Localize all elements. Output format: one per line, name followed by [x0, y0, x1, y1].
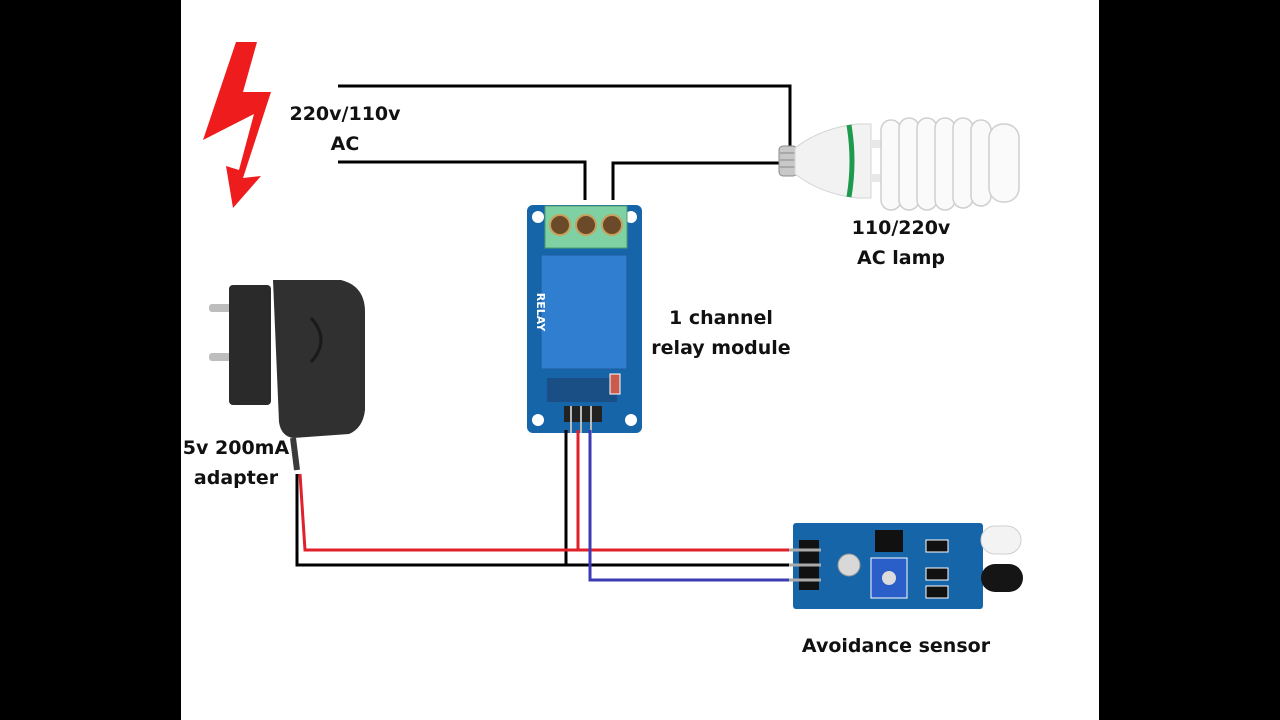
sensor-label: Avoidance sensor [801, 635, 991, 657]
power-adapter [209, 280, 365, 471]
low-voltage-wires [295, 430, 791, 582]
ac-lamp [778, 117, 1020, 211]
lamp-label: 110/220v AC lamp [851, 217, 951, 269]
wiring-diagram: RELAY [203, 42, 1023, 609]
terminal-com [575, 214, 597, 236]
adapter-label: 5v 200mA adapter [182, 437, 290, 489]
relay-module [527, 205, 642, 433]
terminal-nc [601, 214, 623, 236]
wire-relay-nc-to-lamp [611, 161, 781, 200]
wire-mains-to-relay-com [338, 160, 587, 200]
relay-marking: RELAY [534, 293, 547, 332]
wire-adapter-vcc [298, 473, 791, 552]
wire-mains-to-lamp [338, 84, 792, 150]
diagram-canvas: RELAY [181, 0, 1099, 720]
relay-case [540, 254, 628, 370]
mains-label: 220v/110v AC [289, 103, 401, 155]
sensor-ic [875, 530, 903, 552]
lightning-bolt-icon [203, 42, 271, 208]
wire-adapter-gnd [295, 430, 568, 567]
avoidance-sensor [789, 523, 1023, 609]
relay-label: 1 channel relay module [651, 307, 791, 359]
mains-wires [338, 84, 792, 200]
wire-sensor-out-to-relay-in [588, 430, 791, 582]
terminal-no [549, 214, 571, 236]
